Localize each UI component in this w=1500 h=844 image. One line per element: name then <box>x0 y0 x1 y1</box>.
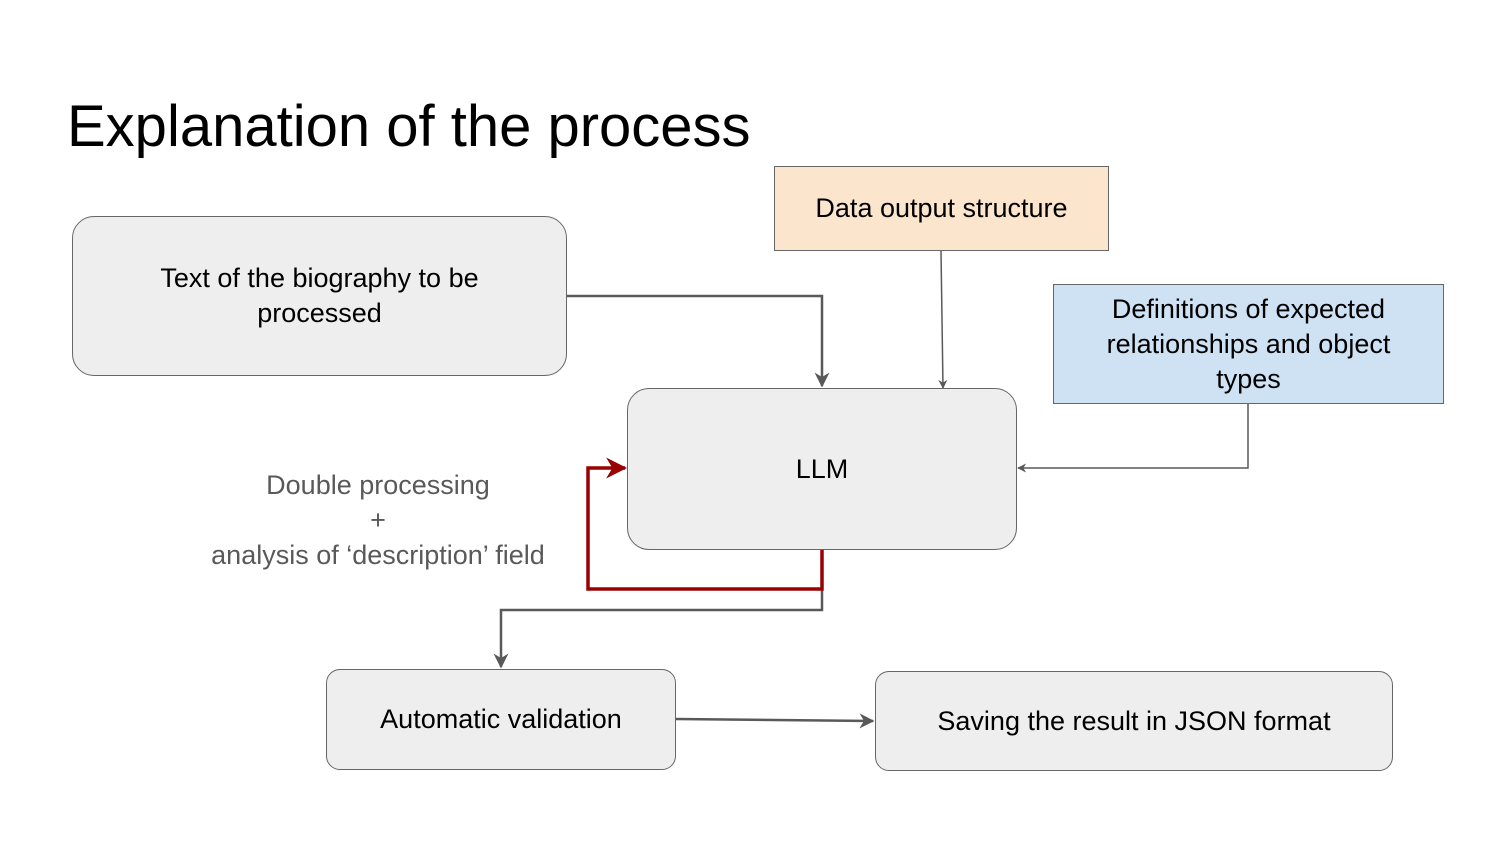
node-biography-text: Text of the biography to be processed <box>72 216 567 376</box>
node-validation-label: Automatic validation <box>380 704 622 734</box>
loop-note-line-2: + <box>370 505 386 535</box>
node-output-structure-label: Data output structure <box>815 193 1068 223</box>
node-saving: Saving the result in JSON format <box>875 671 1393 771</box>
edge-definitions-to-llm <box>1017 404 1249 473</box>
node-definitions-label: Definitions of expected relationships an… <box>1106 293 1391 394</box>
page-title: Explanation of the process <box>67 94 751 159</box>
node-validation: Automatic validation <box>326 669 676 770</box>
node-definitions: Definitions of expected relationships an… <box>1053 284 1444 404</box>
edge-biography-to-llm <box>567 294 830 388</box>
node-llm-label: LLM <box>795 453 849 484</box>
edge-llm-loop <box>586 457 824 591</box>
node-saving-label: Saving the result in JSON format <box>937 705 1331 736</box>
node-llm: LLM <box>627 388 1017 550</box>
loop-note-line-3: analysis of ‘description’ field <box>211 540 545 570</box>
edge-validation-to-saving <box>675 713 875 729</box>
loop-note: Double processing + analysis of ‘descrip… <box>188 468 568 573</box>
node-biography-text-label: Text of the biography to be processed <box>160 263 479 328</box>
loop-note-line-1: Double processing <box>266 470 490 500</box>
node-output-structure: Data output structure <box>774 166 1109 251</box>
edge-output-structure-to-llm <box>938 250 948 389</box>
